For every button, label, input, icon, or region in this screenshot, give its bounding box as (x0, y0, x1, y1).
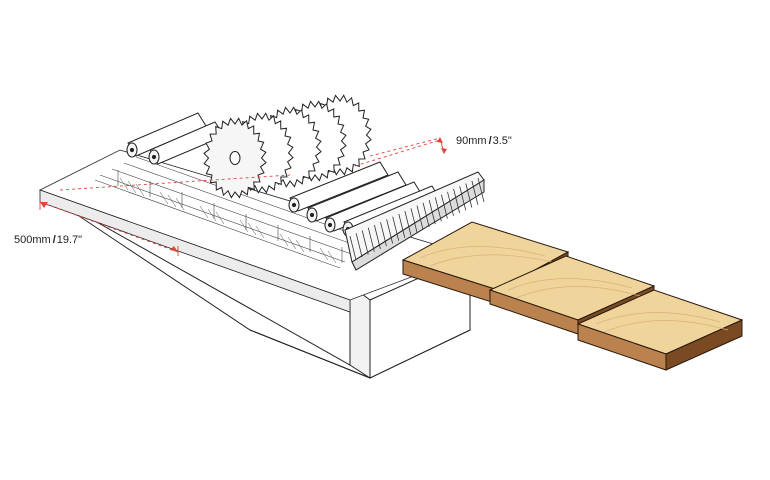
outfeed-guide (344, 171, 485, 271)
wooden-boards (401, 221, 744, 371)
width-dimension-label: 500mm/19.7" (14, 234, 82, 246)
guide-rib (355, 233, 363, 258)
board-3 (576, 289, 744, 371)
guide-rib (404, 211, 412, 236)
guide-rib (434, 197, 442, 222)
guide-rib (453, 188, 460, 214)
guide-rib (441, 194, 448, 219)
guide-rib (465, 183, 473, 208)
guide-rib (380, 222, 387, 247)
guide-rib (428, 200, 436, 225)
conveyor-slats (94, 156, 382, 269)
guide-rib (386, 219, 393, 244)
guide-rib (459, 186, 467, 211)
guide-rib (398, 213, 406, 238)
guide-rib (392, 216, 400, 241)
height-dimension-label: 90mm/3.5" (456, 135, 512, 147)
guide-rib (374, 224, 381, 250)
guide-rib (410, 208, 418, 233)
guide-rib (367, 227, 375, 252)
saw-blades (203, 94, 372, 199)
width-dimension (39, 174, 291, 256)
infeed-rollers (126, 112, 225, 165)
height-dimension (354, 137, 447, 167)
roller-2 (148, 121, 225, 165)
guide-rib (349, 235, 357, 261)
conveyor-teeth (119, 177, 337, 264)
guide-rib (477, 177, 485, 203)
guide-ribs (349, 177, 485, 261)
guide-rib (361, 230, 369, 255)
blade-arbor-icon (229, 151, 241, 165)
roller-3 (288, 161, 389, 213)
guide-rib (447, 191, 454, 216)
guide-rib (471, 180, 479, 205)
roller-4 (306, 171, 407, 223)
guide-rib (422, 202, 430, 227)
guide-rib (416, 205, 424, 230)
